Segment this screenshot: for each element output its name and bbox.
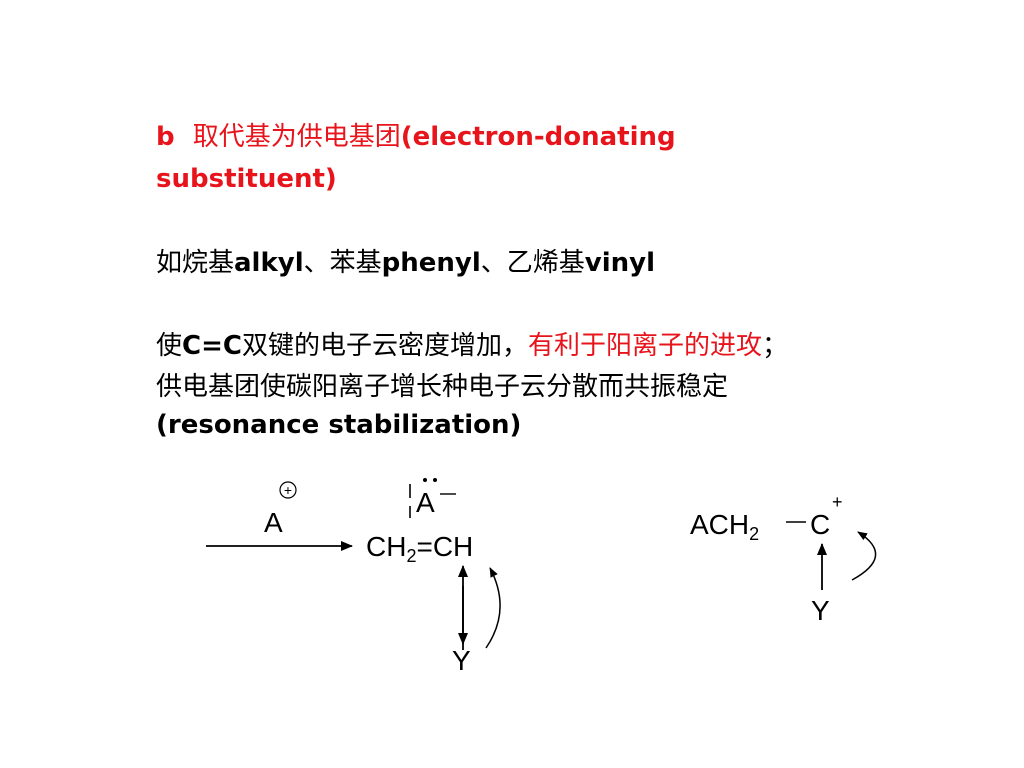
effect-line-1: 使C=C双键的电子云密度增加，有利于阳离子的进攻； (156, 331, 788, 361)
electrophile-label: A (264, 507, 283, 538)
section-heading: b 取代基为供电基团(electron-donating (156, 122, 676, 152)
effect-line3-text: (resonance stabilization) (156, 410, 522, 440)
scheme-right: ACH2 C + Y (690, 492, 877, 626)
resonance-curl-arrow-left (485, 567, 501, 649)
term-phenyl: phenyl (381, 248, 481, 278)
lone-pair-dot-1 (423, 478, 427, 482)
electrophile-charge: + (284, 482, 292, 498)
effect-line-3: (resonance stabilization) (156, 410, 521, 440)
examples-line: 如烷基alkyl、苯基phenyl、乙烯基vinyl (156, 248, 655, 278)
added-group-label: A (416, 487, 435, 518)
heading-zh: 取代基为供电基团 (192, 122, 401, 152)
substituent-label-right: Y (811, 595, 830, 626)
effect-highlight: 有利于阳离子的进攻 (527, 331, 762, 361)
section-heading-continued: substituent) (156, 164, 337, 194)
effect-end: ； (762, 331, 789, 361)
examples-sep2: 、乙烯基 (480, 248, 585, 278)
effect-bond: C=C (182, 331, 242, 361)
effect-line-2: 供电基团使碳阳离子增长种电子云分散而共振稳定 (156, 372, 728, 402)
effect-mid: 双键的电子云密度增加， (241, 331, 528, 361)
examples-sep1: 、苯基 (303, 248, 382, 278)
charge-circle (279, 481, 297, 499)
scheme-left: + A A CH2=CH Y (206, 478, 501, 676)
lone-pair-dot-2 (433, 478, 437, 482)
resonance-curl-arrow-right (851, 531, 877, 581)
examples-prefix: 如烷基 (156, 248, 235, 278)
term-vinyl: vinyl (584, 248, 656, 278)
effect-prefix: 使 (156, 331, 183, 361)
carbocation-charge: + (832, 492, 843, 512)
carbocation-chain: ACH2 (690, 509, 759, 544)
effect-line2-text: 供电基团使碳阳离子增长种电子云分散而共振稳定 (156, 372, 729, 402)
heading-en-close: substituent) (156, 164, 337, 194)
carbocation-carbon: C (810, 509, 830, 540)
heading-marker: b (156, 122, 175, 152)
term-alkyl: alkyl (234, 248, 304, 278)
substituent-label-left: Y (452, 645, 471, 676)
chain-label: CH2=CH (366, 531, 473, 566)
heading-en: (electron-donating (400, 122, 676, 152)
